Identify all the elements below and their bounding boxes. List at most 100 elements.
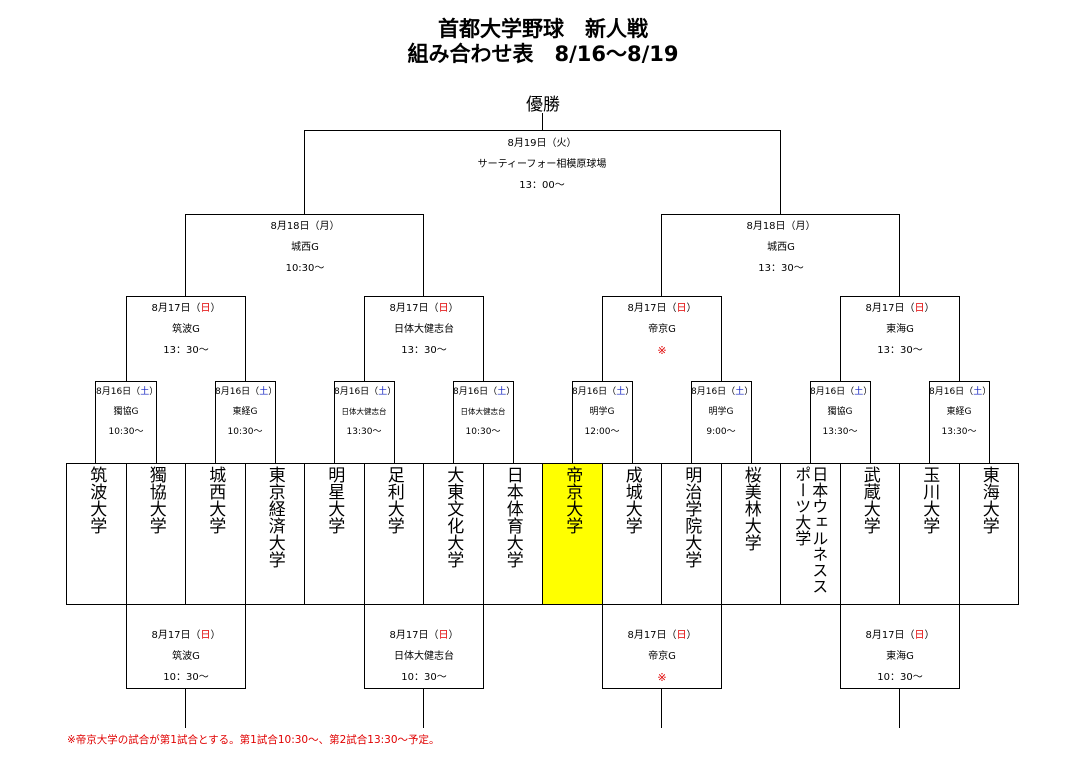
round2-match-info: 8月16日（土） 明学G 12:00〜 (572, 382, 634, 442)
team-name: 足利大学 (383, 466, 404, 534)
match-time: 12:00〜 (584, 427, 620, 437)
round2-match-info: 8月16日（土） 獨協G 13:30〜 (810, 382, 872, 442)
bracket-line (661, 688, 662, 728)
bracket-line (185, 214, 186, 296)
match-date: 8月17日（日） (627, 630, 697, 641)
team-name: 武蔵大学 (859, 466, 880, 534)
match-time: 9:00〜 (706, 427, 736, 437)
match-venue: 東経G (232, 407, 258, 417)
team-cell: 日本ウェルネススポーツ大学 (781, 464, 841, 604)
match-date: 8月16日（土） (334, 387, 397, 397)
match-venue: 筑波G (172, 324, 200, 335)
match-date: 8月17日（日） (865, 630, 935, 641)
champion-label: 優勝 (526, 95, 560, 115)
day-of-week: 日 (438, 303, 449, 314)
match-time: 10：30〜 (163, 672, 209, 683)
day-of-week: 日 (914, 630, 925, 641)
bracket-line (929, 381, 930, 463)
team-cell: 獨協大学 (127, 464, 186, 604)
bracket-line (185, 688, 186, 728)
bracket-line (929, 381, 989, 382)
bracket-line (513, 381, 514, 463)
team-name: 日本体育大学 (502, 466, 523, 568)
bracket-line (334, 381, 335, 463)
match-venue: 明学G (708, 407, 734, 417)
semifinal-match-info: 8月18日（月） 城西G 10:30〜 (225, 216, 385, 279)
match-date: 8月17日（日） (151, 303, 221, 314)
team-cell: 大東文化大学 (424, 464, 484, 604)
bracket-line (840, 296, 959, 297)
bracket-line (364, 605, 365, 688)
match-venue: 日体大健志台 (460, 407, 506, 416)
match-venue: 城西G (291, 242, 319, 253)
match-date: 8月16日（土） (96, 387, 159, 397)
team-name: 玉川大学 (919, 466, 940, 534)
match-venue: 獨協G (827, 407, 853, 417)
match-venue: 筑波G (172, 651, 200, 662)
bracket-line (483, 605, 484, 688)
match-date: 8月17日（日） (389, 630, 459, 641)
match-date: 8月19日（火） (507, 138, 577, 149)
bracket-line (602, 688, 722, 689)
match-time: 13:30〜 (346, 427, 382, 437)
match-venue: 城西G (767, 242, 795, 253)
match-time: 10：30〜 (877, 672, 923, 683)
match-time: 10:30〜 (108, 427, 144, 437)
match-venue: 帝京G (648, 324, 676, 335)
title-line-2: 組み合わせ表 8/16〜8/19 (407, 42, 679, 66)
round1-match-info: 8月17日（日） 東海G 10：30〜 (845, 625, 955, 688)
bracket-line (275, 381, 276, 463)
bracket-line (840, 688, 960, 689)
team-cell: 日本体育大学 (484, 464, 543, 604)
bracket-line (126, 605, 127, 688)
semifinal-match-info: 8月18日（月） 城西G 13：30〜 (701, 216, 861, 279)
bracket-line (185, 214, 424, 215)
round2-match-info: 8月16日（土） 東経G 13:30〜 (929, 382, 991, 442)
match-date: 8月18日（月） (746, 221, 816, 232)
match-venue: サーティーフォー相模原球場 (477, 159, 607, 170)
bracket-line (691, 381, 751, 382)
match-venue: 東経G (946, 407, 972, 417)
bracket-line (959, 296, 960, 381)
match-venue: 日体大健志台 (341, 407, 387, 416)
note-mark: ※ (657, 671, 667, 684)
bracket-line (245, 605, 246, 688)
bracket-line (364, 296, 365, 381)
match-time: 10:30〜 (227, 427, 263, 437)
round1-match-info: 8月17日（日） 日体大健志台 10：30〜 (369, 625, 479, 688)
note-mark: ※ (657, 344, 667, 357)
match-time: 10:30〜 (465, 427, 501, 437)
day-of-week: 土 (140, 387, 150, 397)
bracket-line (959, 605, 960, 688)
bracket-line (364, 296, 483, 297)
bracket-line (95, 381, 96, 463)
day-of-week: 日 (914, 303, 925, 314)
bracket-line (899, 688, 900, 728)
final-match-info: 8月19日（火） サーティーフォー相模原球場 13：00〜 (442, 133, 642, 196)
bracket-line (572, 381, 573, 463)
bracket-line (215, 381, 216, 463)
team-name: 成城大学 (621, 466, 642, 534)
bracket-line (126, 688, 246, 689)
bracket-line (780, 130, 781, 214)
team-cell: 城西大学 (186, 464, 246, 604)
round1-match-info: 8月17日（日） 帝京G ※ (607, 625, 717, 688)
quarterfinal-match-info: 8月17日（日） 筑波G 13：30〜 (131, 298, 241, 361)
bracket-line (602, 296, 603, 381)
quarterfinal-match-info: 8月17日（日） 帝京G ※ (607, 298, 717, 361)
round2-match-info: 8月16日（土） 日体大健志台 13:30〜 (334, 382, 397, 442)
bracket-line (95, 381, 156, 382)
bracket-line (661, 214, 900, 215)
team-cell: 武蔵大学 (841, 464, 900, 604)
quarterfinal-match-info: 8月17日（日） 東海G 13：30〜 (845, 298, 955, 361)
team-cell: 東京経済大学 (246, 464, 305, 604)
team-cell: 明治学院大学 (662, 464, 722, 604)
team-cell: 明星大学 (305, 464, 365, 604)
bracket-line (453, 381, 513, 382)
match-time: 13：00〜 (519, 180, 565, 191)
bracket-line (870, 381, 871, 463)
match-time: 13：30〜 (401, 345, 447, 356)
team-name: 日本ウェルネススポーツ大学 (792, 466, 829, 594)
day-of-week: 土 (378, 387, 388, 397)
bracket-line (453, 381, 454, 463)
